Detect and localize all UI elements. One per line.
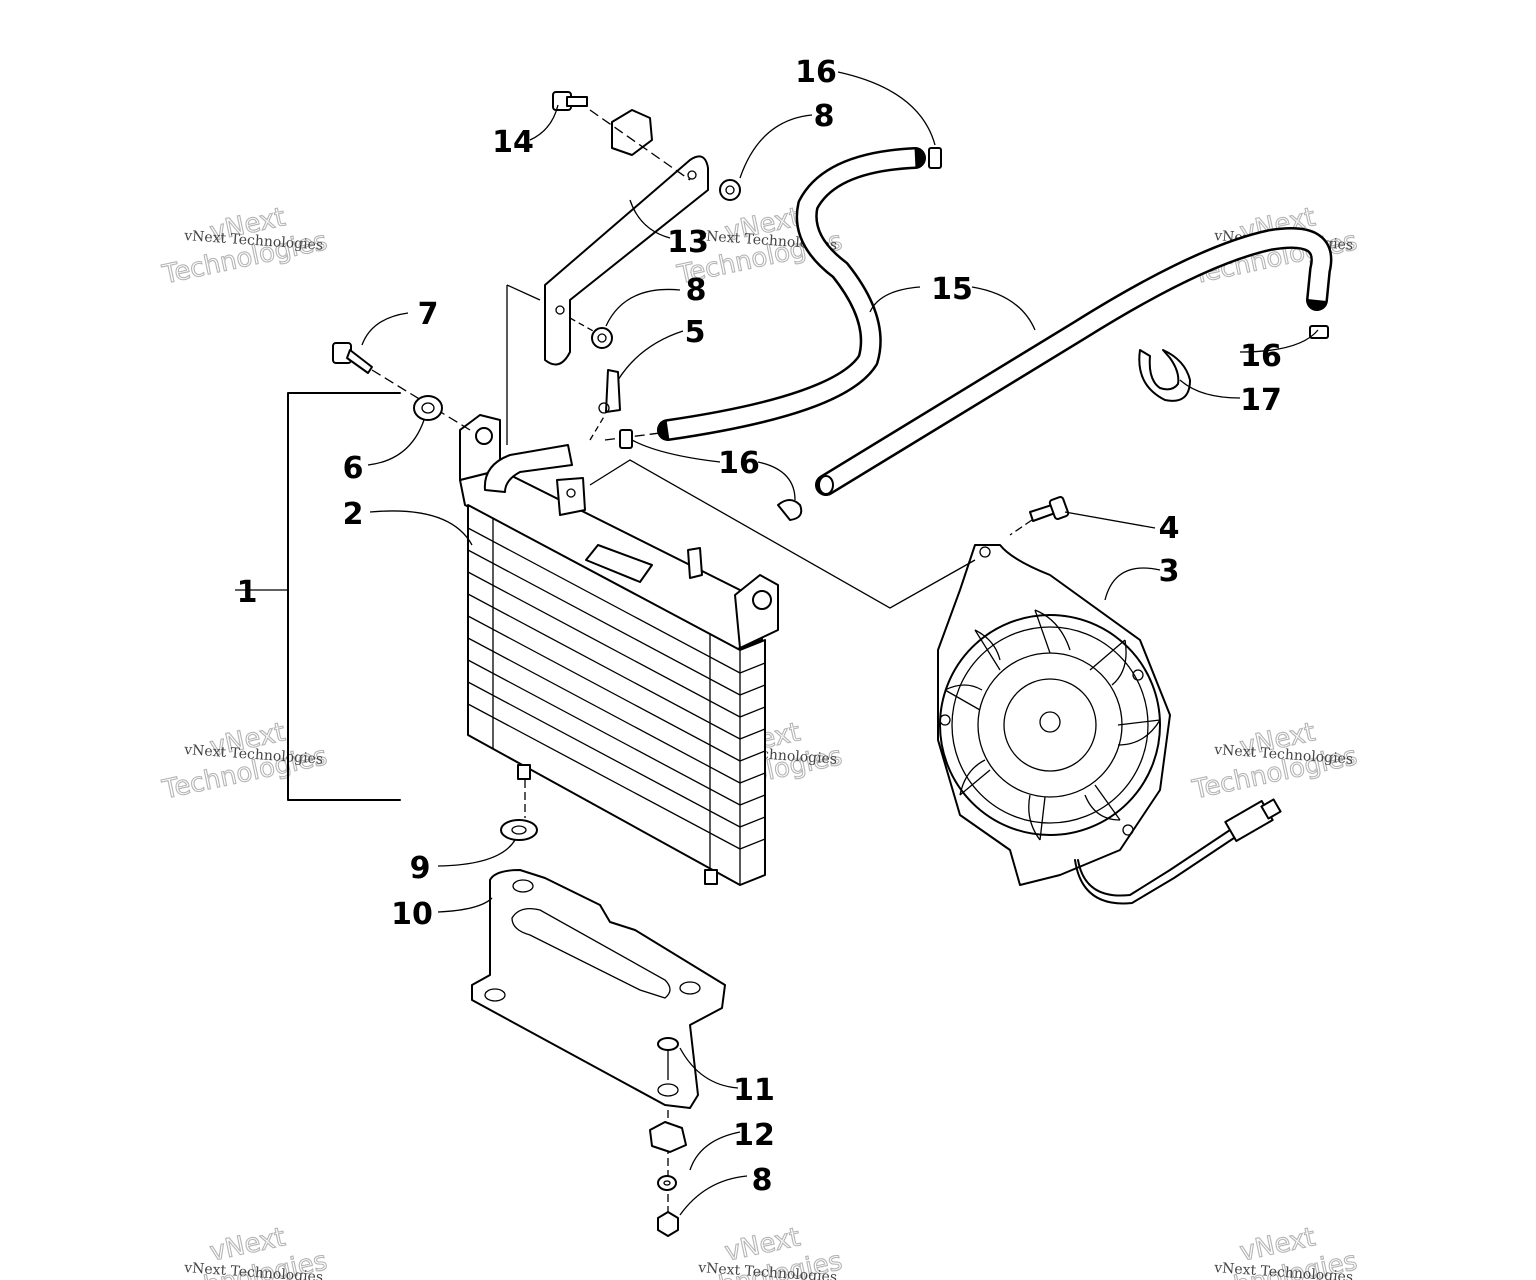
callout-16-right: 16 — [1240, 339, 1282, 374]
callout-1: 1 — [237, 575, 258, 610]
callout-3: 3 — [1159, 554, 1180, 589]
callout-4: 4 — [1159, 511, 1180, 546]
callout-labels: 16 8 14 13 8 5 7 6 2 1 15 16 17 16 4 3 9… — [237, 55, 1282, 1198]
callout-6: 6 — [343, 451, 364, 486]
callout-17: 17 — [1240, 383, 1282, 418]
callout-8-top: 8 — [814, 99, 835, 134]
upper-bracket — [544, 155, 709, 366]
callout-10: 10 — [391, 897, 433, 932]
callout-11: 11 — [733, 1073, 775, 1108]
lock-washer — [611, 109, 653, 156]
callout-16-middle: 16 — [718, 446, 760, 481]
bolt-14 — [552, 91, 588, 111]
callout-2: 2 — [343, 497, 364, 532]
hose-clamp-right — [1309, 325, 1329, 339]
nut-middle — [591, 327, 613, 349]
hose-clamp-top — [928, 147, 942, 169]
leader-lines — [235, 71, 1319, 1216]
callout-8-bottom: 8 — [752, 1163, 773, 1198]
lower-bracket-10 — [471, 869, 726, 1109]
callout-7: 7 — [418, 297, 439, 332]
clip-5 — [598, 369, 621, 414]
callout-15: 15 — [931, 272, 973, 307]
callout-5: 5 — [685, 315, 706, 350]
fan-screw — [1029, 496, 1070, 522]
callout-12: 12 — [733, 1118, 775, 1153]
hose-clamp-loose — [777, 499, 803, 521]
assembly-bracket — [287, 392, 401, 801]
bolt-7 — [332, 342, 373, 374]
cooling-fan — [937, 544, 1282, 905]
oil-cooler — [459, 414, 779, 886]
grommet-6 — [413, 395, 443, 421]
callout-16-top: 16 — [795, 55, 837, 90]
lock-washer-12 — [649, 1121, 687, 1153]
cable-strap-17 — [1138, 349, 1191, 402]
nut-lower — [657, 1211, 679, 1237]
callout-8-middle: 8 — [686, 273, 707, 308]
hose-clamp-left — [619, 429, 633, 449]
callout-14: 14 — [492, 125, 534, 160]
callout-13: 13 — [667, 225, 709, 260]
stud-11 — [657, 1037, 679, 1080]
hose-15 — [657, 147, 1333, 496]
grommet-9 — [500, 819, 538, 841]
washer-lower — [657, 1175, 677, 1191]
nut-upper — [719, 179, 741, 201]
callout-9: 9 — [410, 851, 431, 886]
